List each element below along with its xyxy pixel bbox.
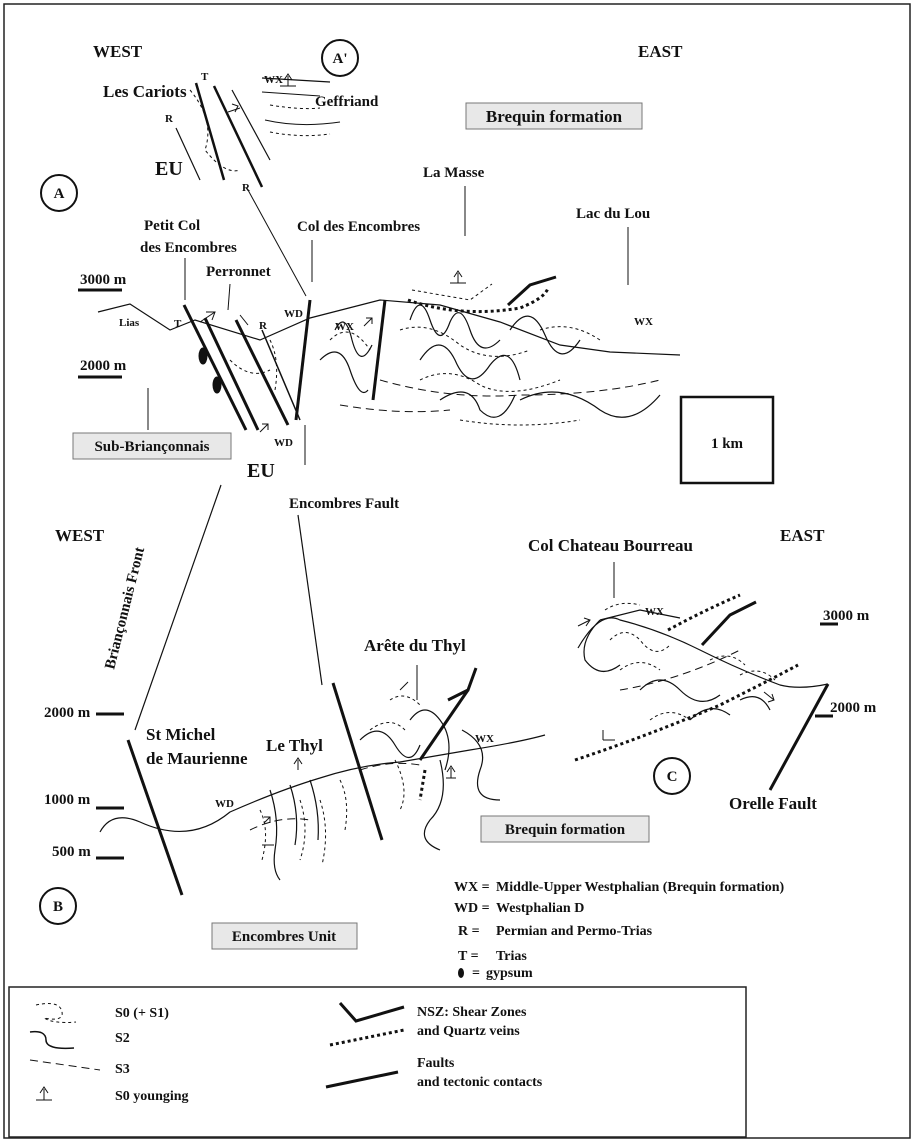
east-label-c: EAST bbox=[780, 526, 825, 545]
eu-label-a: EU bbox=[155, 158, 183, 180]
abbr-text-wx: Middle-Upper Westphalian (Brequin format… bbox=[496, 880, 785, 895]
scale-box-1km: 1 km bbox=[681, 397, 773, 483]
st-michel-label-2: de Maurienne bbox=[146, 749, 248, 768]
svg-text:500 m: 500 m bbox=[52, 844, 91, 860]
elevation-2000-b: 2000 m bbox=[44, 705, 124, 721]
svg-text:Brequin formation: Brequin formation bbox=[486, 107, 623, 126]
petit-col-label-2: des Encombres bbox=[140, 240, 237, 256]
abbr-code-gypsum: = bbox=[472, 966, 480, 981]
encombres-fault-line bbox=[298, 515, 322, 685]
marker-c: C bbox=[654, 758, 690, 794]
legend-nsz-label-1: NSZ: Shear Zones bbox=[417, 1005, 527, 1020]
gypsum-symbol bbox=[458, 968, 464, 978]
legend-s3-label: S3 bbox=[115, 1062, 130, 1077]
st-michel-label-1: St Michel bbox=[146, 725, 216, 744]
svg-text:A: A bbox=[54, 186, 65, 202]
arete-du-thyl-label: Arête du Thyl bbox=[364, 636, 466, 655]
sub-brianconnais-box: Sub-Briançonnais bbox=[73, 433, 231, 459]
section-b-geology bbox=[100, 668, 545, 895]
lias-label: Lias bbox=[119, 317, 140, 329]
wd-label-b: WD bbox=[215, 798, 234, 810]
svg-text:1000 m: 1000 m bbox=[44, 792, 91, 808]
wd-label-a-lower: WD bbox=[274, 437, 293, 449]
svg-text:1 km: 1 km bbox=[711, 436, 744, 452]
svg-text:2000 m: 2000 m bbox=[44, 705, 91, 721]
section-c: EAST Col Chateau Bourreau WX 3000 m 2000… bbox=[528, 526, 877, 813]
abbr-code-t: T = bbox=[458, 949, 479, 964]
legend-nsz-label-2: and Quartz veins bbox=[417, 1024, 520, 1039]
petit-col-label-1: Petit Col bbox=[144, 218, 200, 234]
geffriand-label: Geffriand bbox=[315, 94, 379, 110]
elevation-3000-c: 3000 m bbox=[820, 608, 870, 624]
legend-box: S0 (+ S1) S2 S3 S0 younging NSZ: Shear Z… bbox=[9, 987, 746, 1137]
west-label-a: WEST bbox=[93, 42, 143, 61]
legend-s0-label: S0 (+ S1) bbox=[115, 1006, 169, 1021]
abbr-code-r: R = bbox=[458, 924, 480, 939]
abbr-code-wd: WD = bbox=[454, 901, 490, 916]
wx-label-a-east: WX bbox=[634, 316, 653, 328]
elevation-2000-c: 2000 m bbox=[815, 700, 877, 716]
t-label-inset: T bbox=[201, 71, 209, 83]
legend-s2-label: S2 bbox=[115, 1031, 130, 1046]
wx-label-inset: WX bbox=[264, 74, 283, 86]
col-chateau-bourreau-label: Col Chateau Bourreau bbox=[528, 536, 693, 555]
abbr-code-wx: WX = bbox=[454, 880, 490, 895]
svg-text:2000 m: 2000 m bbox=[80, 358, 127, 374]
brianconnais-front-label: Briançonnais Front bbox=[102, 546, 148, 671]
wd-label-a: WD bbox=[284, 308, 303, 320]
lac-du-lou-label: Lac du Lou bbox=[576, 206, 650, 222]
brequin-formation-box-b: Brequin formation bbox=[481, 816, 649, 842]
elevation-3000-a: 3000 m bbox=[78, 272, 127, 290]
legend-faults-label-1: Faults bbox=[417, 1056, 455, 1071]
legend-faults-label-2: and tectonic contacts bbox=[417, 1075, 543, 1090]
orelle-fault-label: Orelle Fault bbox=[729, 794, 817, 813]
svg-text:A': A' bbox=[333, 51, 348, 67]
svg-text:Encombres Unit: Encombres Unit bbox=[232, 929, 336, 945]
svg-text:3000 m: 3000 m bbox=[80, 272, 127, 288]
svg-text:Brequin formation: Brequin formation bbox=[505, 822, 626, 838]
section-c-geology bbox=[575, 595, 828, 790]
abbr-text-gypsum: gypsum bbox=[486, 966, 533, 981]
elevation-2000-a: 2000 m bbox=[78, 358, 127, 377]
svg-text:Sub-Briançonnais: Sub-Briançonnais bbox=[94, 439, 209, 455]
col-des-encombres-label: Col des Encombres bbox=[297, 219, 420, 235]
svg-text:3000 m: 3000 m bbox=[823, 608, 870, 624]
r-label-a: R bbox=[259, 320, 268, 332]
east-label-a: EAST bbox=[638, 42, 683, 61]
elevation-1000-b: 1000 m bbox=[44, 792, 124, 808]
abbr-text-r: Permian and Permo-Trias bbox=[496, 924, 653, 939]
legend-younging-label: S0 younging bbox=[115, 1089, 189, 1104]
perronnet-label: Perronnet bbox=[206, 264, 271, 280]
west-label-b: WEST bbox=[55, 526, 105, 545]
eu-label-a-lower: EU bbox=[247, 460, 275, 482]
abbr-text-wd: Westphalian D bbox=[496, 901, 584, 916]
section-a: WEST EAST A' Brequin formation Les Cario… bbox=[41, 40, 773, 512]
la-masse-label: La Masse bbox=[423, 165, 485, 181]
encombres-fault-label: Encombres Fault bbox=[289, 496, 399, 512]
abbreviation-list: WX = Middle-Upper Westphalian (Brequin f… bbox=[454, 880, 785, 981]
elevation-500-b: 500 m bbox=[52, 844, 124, 860]
les-cariots-label: Les Cariots bbox=[103, 82, 187, 101]
svg-text:B: B bbox=[53, 899, 63, 915]
brianconnais-front-line bbox=[135, 485, 221, 730]
marker-a: A bbox=[41, 175, 77, 211]
le-thyl-label: Le Thyl bbox=[266, 736, 323, 755]
perronnet-pointer bbox=[228, 284, 230, 310]
svg-text:2000 m: 2000 m bbox=[830, 700, 877, 716]
marker-a-prime: A' bbox=[322, 40, 358, 76]
encombres-unit-box: Encombres Unit bbox=[212, 923, 357, 949]
marker-b: B bbox=[40, 888, 76, 924]
brequin-formation-box-a: Brequin formation bbox=[466, 103, 642, 129]
abbr-text-t: Trias bbox=[496, 949, 527, 964]
r-label-inset: R bbox=[165, 113, 174, 125]
svg-text:C: C bbox=[667, 769, 678, 785]
